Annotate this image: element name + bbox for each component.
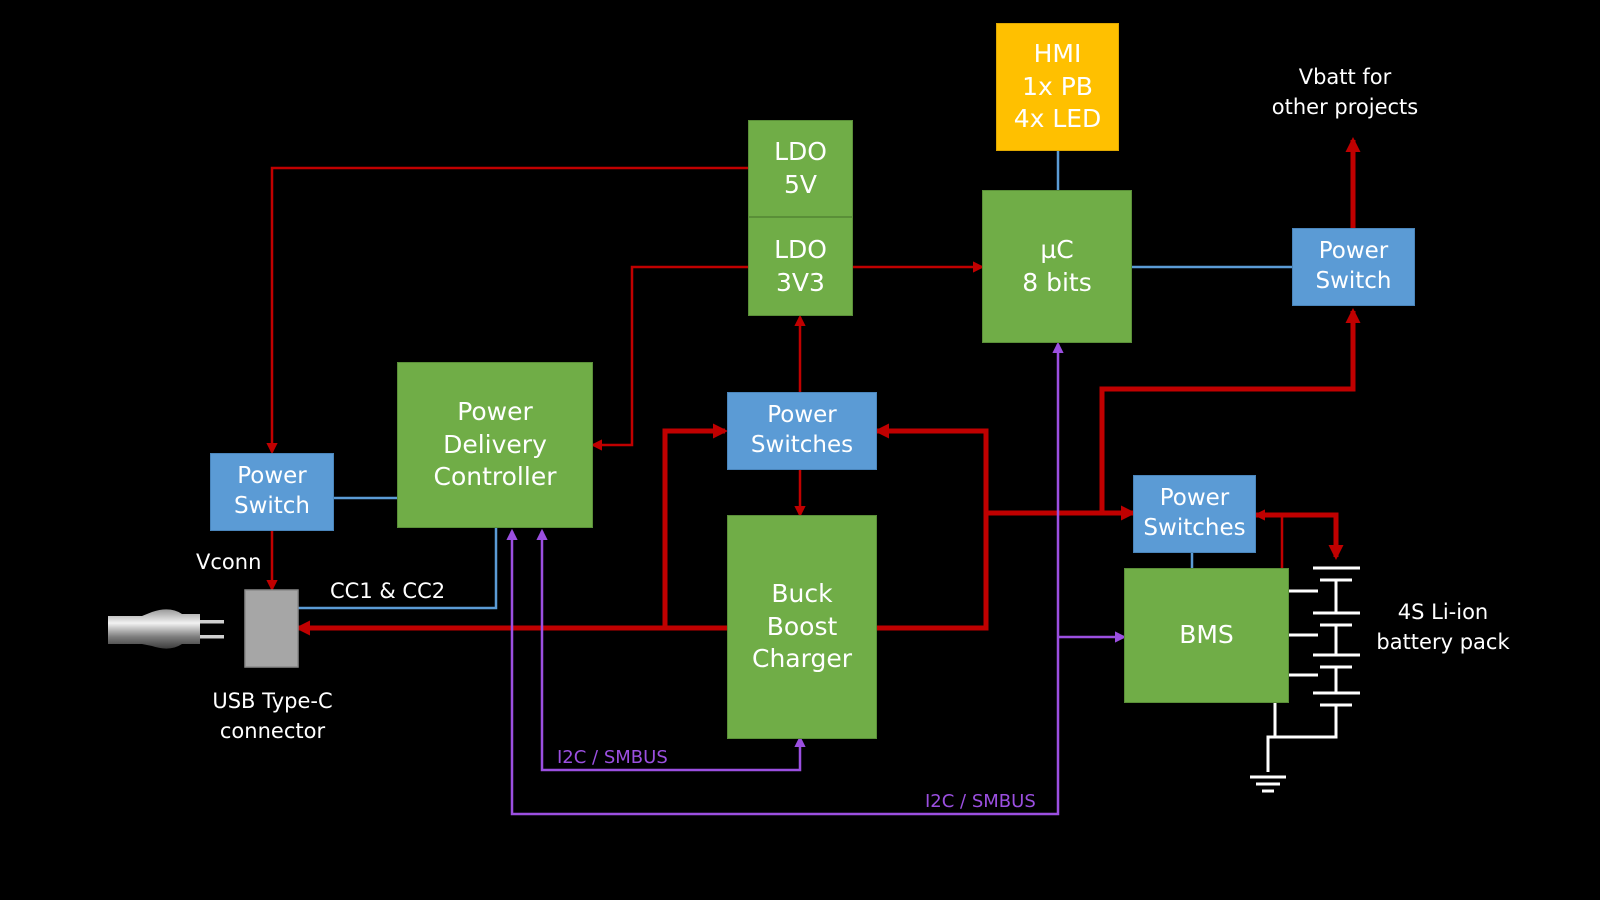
power-switches-bms-line-1: Power (1159, 485, 1230, 512)
pd-line-1: Power (457, 397, 533, 427)
vbatt-label: Vbatt for other projects (1250, 62, 1440, 123)
power-switches-mid-line-1: Power (767, 402, 837, 429)
ground-icon (1250, 775, 1286, 793)
battery-pack-label: 4S Li-ion battery pack (1363, 597, 1523, 658)
i2c-bus-label-charger: I2C / SMBUS (557, 747, 668, 768)
bms-label: BMS (1179, 620, 1234, 650)
microcontroller-block: µC 8 bits (982, 190, 1132, 343)
pd-line-2: Delivery (443, 429, 547, 459)
hmi-line-3: 4x LED (1013, 104, 1102, 134)
vbatt-line-1: Vbatt for (1298, 65, 1392, 89)
uc-line-2: 8 bits (1022, 267, 1092, 297)
power-switches-bms-line-2: Switches (1143, 515, 1246, 541)
power-switches-mid-line-2: Switches (750, 432, 854, 458)
bms-block: BMS (1124, 568, 1289, 703)
wire-bus-out-switch (1099, 308, 1361, 513)
ldo-3v3-line-2: 3V3 (776, 267, 825, 297)
power-switch-vconn-block: Power Switch (210, 453, 334, 531)
power-switch-vconn-line-1: Power (237, 463, 307, 490)
battery-pack-symbol (1266, 566, 1360, 772)
wire-cc (298, 528, 498, 610)
hmi-line-2: 1x PB (1022, 71, 1093, 101)
buck-line-2: Boost (766, 611, 838, 641)
wire-bus-switches (662, 423, 728, 628)
ldo-5v-block: LDO 5V (748, 120, 853, 217)
ldo-5v-line-2: 5V (783, 169, 817, 199)
buck-line-1: Buck (771, 579, 833, 609)
power-switch-output-block: Power Switch (1292, 228, 1415, 306)
wire-i2c-buck (536, 528, 806, 772)
wire-ldo3v3-pd (590, 265, 748, 451)
ldo-3v3-block: LDO 3V3 (748, 217, 853, 316)
vbatt-line-2: other projects (1271, 95, 1419, 120)
wire-i2c-uc (506, 341, 1064, 816)
buck-line-3: Charger (752, 644, 852, 674)
battery-line-2: battery pack (1376, 630, 1510, 655)
usb-line-1: USB Type-C (212, 689, 333, 713)
ldo-5v-line-1: LDO (774, 137, 827, 166)
usb-line-2: connector (219, 719, 326, 744)
cc-label: CC1 & CC2 (330, 579, 446, 603)
i2c-bus-label-uc: I2C / SMBUS (925, 791, 1036, 812)
power-switch-output-line-2: Switch (1315, 268, 1392, 294)
usb-connector-label: USB Type-C connector (190, 686, 355, 747)
buck-boost-charger-block: Buck Boost Charger (727, 515, 877, 739)
usb-plug-icon (108, 609, 224, 649)
uc-line-1: µC (1040, 235, 1074, 264)
wire-bms-switches (1253, 509, 1284, 568)
wire-buck-right (874, 423, 989, 631)
hmi-line-1: HMI (1033, 39, 1082, 69)
power-switch-output-line-1: Power (1318, 238, 1389, 265)
power-switches-mid-block: Power Switches (727, 392, 877, 470)
vconn-label: Vconn (196, 550, 262, 574)
battery-line-1: 4S Li-ion (1397, 600, 1489, 624)
power-switches-bms-block: Power Switches (1133, 475, 1256, 553)
pd-line-3: Controller (433, 462, 557, 492)
ldo-3v3-line-1: LDO (774, 235, 827, 264)
power-switch-vconn-line-2: Switch (233, 493, 311, 519)
wire-ldo5v-vconn (266, 166, 748, 455)
hmi-block: HMI 1x PB 4x LED (996, 23, 1119, 151)
wire-battery-switches (1256, 512, 1344, 560)
power-delivery-controller-block: Power Delivery Controller (397, 362, 593, 528)
usb-c-connector-symbol (244, 589, 299, 668)
